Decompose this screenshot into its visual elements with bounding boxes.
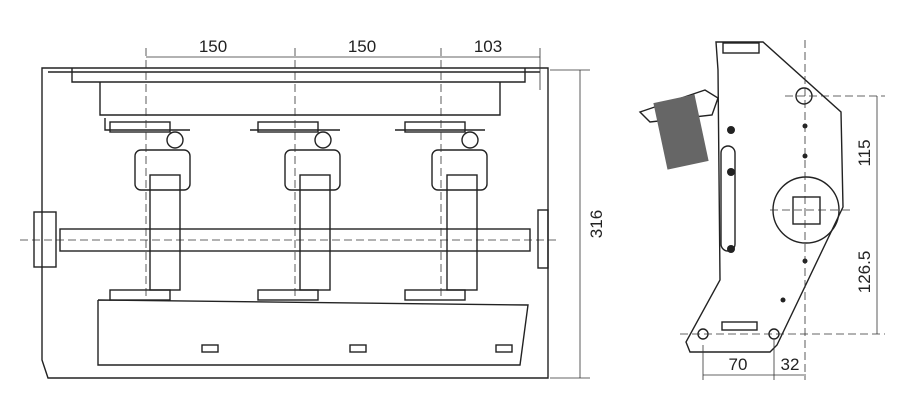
drive-lever	[33, 211, 57, 268]
pole-1	[109, 48, 191, 301]
pole-3	[404, 48, 488, 301]
pole-2	[257, 48, 341, 301]
dim-126-5: 126.5	[855, 251, 874, 294]
dim-70: 70	[729, 355, 748, 374]
dim-103: 103	[474, 37, 502, 56]
handle-grip	[653, 94, 709, 170]
dim-150-right: 150	[348, 37, 376, 56]
side-view: 115 126.5 70 32	[638, 40, 885, 380]
side-plate-outline	[685, 41, 844, 353]
dim-115: 115	[855, 139, 874, 166]
frame-outline	[41, 67, 549, 379]
top-insulator	[99, 82, 501, 116]
side-dimension-lines	[702, 96, 878, 380]
front-view: 150 150 103 316	[20, 37, 606, 379]
dimension-lines	[146, 48, 590, 379]
bottom-insulator	[97, 299, 529, 366]
dim-316: 316	[587, 210, 606, 238]
handle	[638, 89, 719, 123]
dim-32: 32	[781, 355, 800, 374]
dim-150-left: 150	[199, 37, 227, 56]
